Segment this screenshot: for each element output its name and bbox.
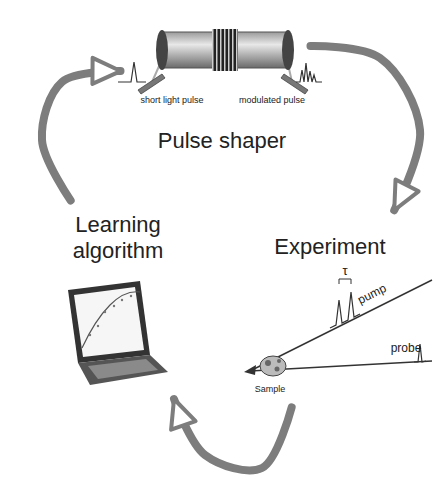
process-circle: Pulse shaper [114,0,330,216]
part-label: Sample [255,384,286,394]
node-title: Learning algorithm [48,212,188,265]
process-circle: Experiment [218,190,442,414]
part-label: probe [391,341,422,355]
cycle-arrow [42,71,121,200]
part-label: short light pulse [140,95,203,105]
circle-shape [218,190,442,414]
pulse-shaper-device [118,29,322,94]
process-circle: Learning algorithm [6,190,230,414]
circle-shape [114,0,330,216]
laptop-icon [68,281,168,385]
cycle-arrow [310,46,420,210]
cycle-arrow [174,399,292,470]
node-title: Pulse shaper [132,128,312,154]
part-label: τ [342,263,347,278]
pump-probe-setup [244,279,432,376]
node-title: Experiment [240,234,420,260]
part-label: modulated pulse [239,95,305,105]
part-label: pump [355,281,388,307]
